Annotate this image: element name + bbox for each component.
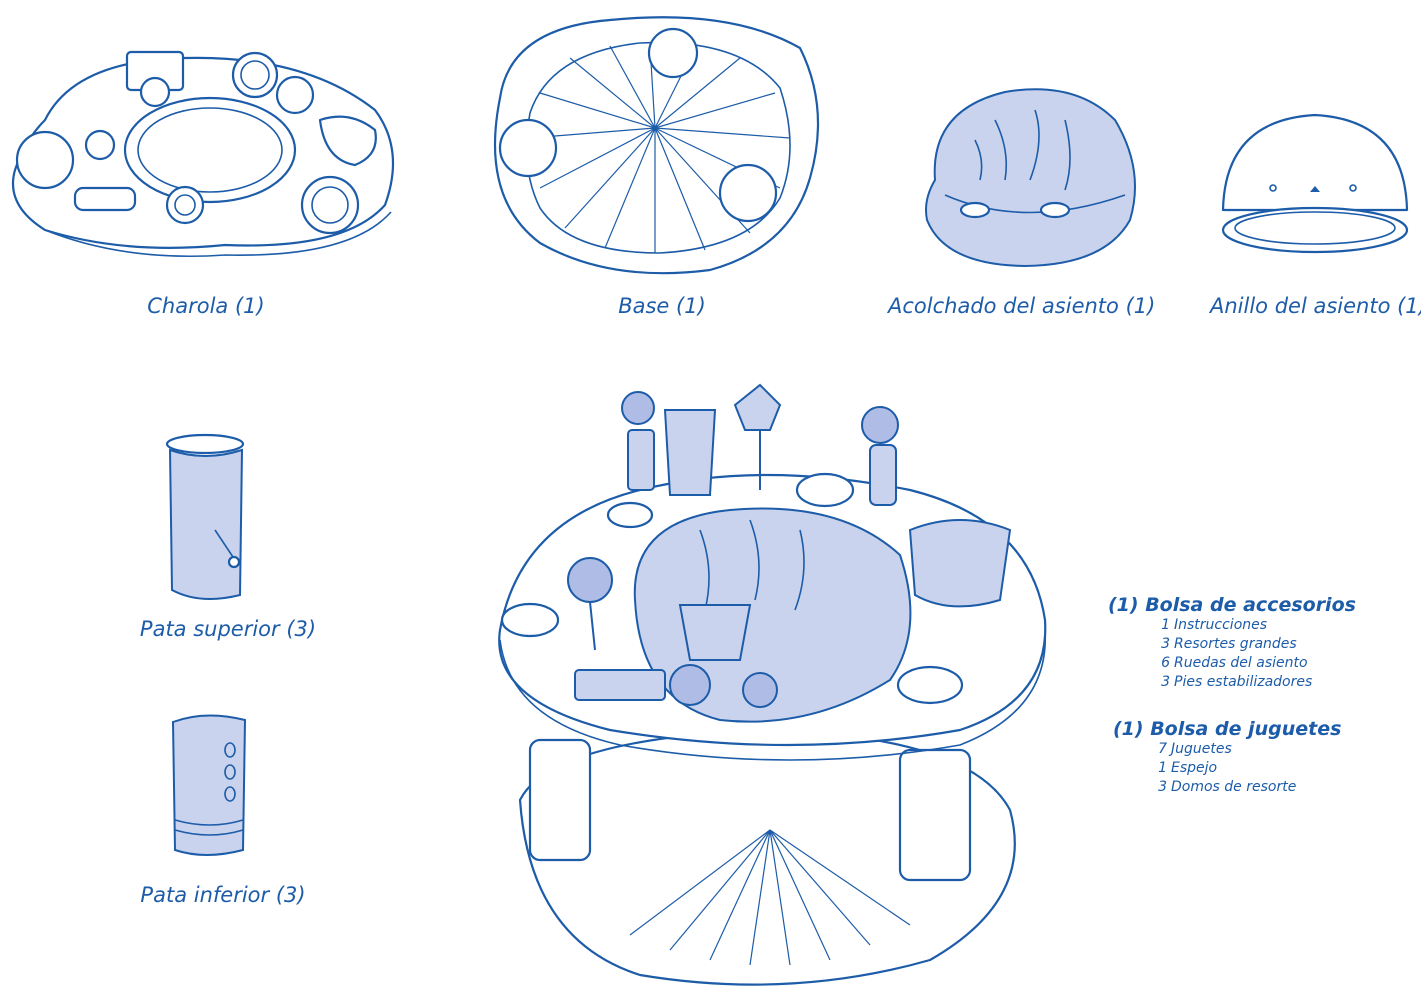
item-name: Ruedas del asiento <box>1174 655 1308 671</box>
seat-pad-illustration <box>915 80 1145 270</box>
item-qty: 7 <box>1149 740 1167 759</box>
caption-seat-ring: Anillo del asiento (1) <box>1210 294 1420 318</box>
item-name: Domos de resorte <box>1171 779 1296 795</box>
item-qty: 3 <box>1152 635 1170 654</box>
item-name: Instrucciones <box>1174 617 1267 633</box>
toys-bag-title: (1) Bolsa de juguetes <box>1113 718 1341 740</box>
item-name: Resortes grandes <box>1174 636 1297 652</box>
base-illustration <box>480 8 830 280</box>
tray-illustration <box>5 40 405 260</box>
assembled-product-illustration <box>490 380 1050 1000</box>
item-qty: 1 <box>1149 759 1167 778</box>
caption-lower-leg: Pata inferior (3) <box>138 883 308 907</box>
caption-base: Base (1) <box>582 294 742 318</box>
item-qty: 3 <box>1152 673 1170 692</box>
item-name: Juguetes <box>1171 741 1232 757</box>
upper-leg-illustration <box>160 430 260 608</box>
seat-ring-illustration <box>1215 110 1415 255</box>
lower-leg-illustration <box>165 710 255 860</box>
caption-tray: Charola (1) <box>126 294 286 318</box>
caption-upper-leg: Pata superior (3) <box>138 617 318 641</box>
item-qty: 6 <box>1152 654 1170 673</box>
accessories-bag-title: (1) Bolsa de accesorios <box>1108 594 1356 616</box>
item-name: Espejo <box>1171 760 1217 776</box>
item-qty: 1 <box>1152 616 1170 635</box>
caption-seat-pad: Acolchado del asiento (1) <box>888 294 1144 318</box>
item-qty: 3 <box>1149 778 1167 797</box>
item-name: Pies estabilizadores <box>1174 674 1312 690</box>
